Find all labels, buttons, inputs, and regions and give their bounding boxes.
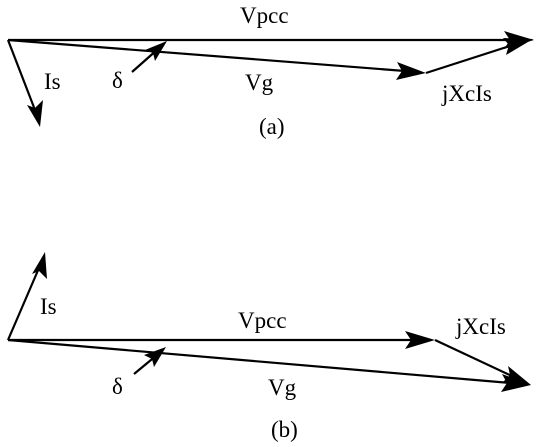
diagram-a: Vpcc Is δ Vg jXcIs (a) xyxy=(6,3,534,139)
b-is-arrow-line xyxy=(6,267,41,341)
a-jxcis-arrow-line xyxy=(425,42,517,75)
b-is-arrow-head xyxy=(32,252,47,279)
b-jxcis-arrow-head xyxy=(503,366,531,385)
a-vpcc-label: Vpcc xyxy=(240,3,289,28)
a-vg-arrow-head xyxy=(396,62,426,80)
a-delta-label: δ xyxy=(112,68,123,93)
b-is-label: Is xyxy=(40,294,57,319)
a-vg-label: Vg xyxy=(245,70,274,95)
b-delta-arrow-head xyxy=(144,347,166,367)
a-delta-arrow-head xyxy=(145,41,167,61)
a-is-arrow-line xyxy=(6,39,37,111)
b-vg-label: Vg xyxy=(268,375,297,400)
a-is-label: Is xyxy=(44,69,61,94)
a-caption: (a) xyxy=(259,114,285,139)
a-jxcis-arrow-head xyxy=(503,38,533,55)
b-vpcc-label: Vpcc xyxy=(238,308,287,333)
b-jxcis-label: jXcIs xyxy=(455,314,506,339)
a-is-arrow-head xyxy=(27,100,43,127)
b-vpcc-arrow-head xyxy=(405,331,435,349)
a-jxcis-label: jXcIs xyxy=(441,81,492,106)
b-jxcis-arrow-line xyxy=(434,339,515,378)
b-delta-label: δ xyxy=(112,374,123,399)
diagram-b: Vpcc Is δ Vg jXcIs (b) xyxy=(6,252,531,442)
b-vg-arrow-line xyxy=(7,338,511,385)
b-caption: (b) xyxy=(271,417,298,442)
a-vg-arrow-line xyxy=(7,38,406,73)
